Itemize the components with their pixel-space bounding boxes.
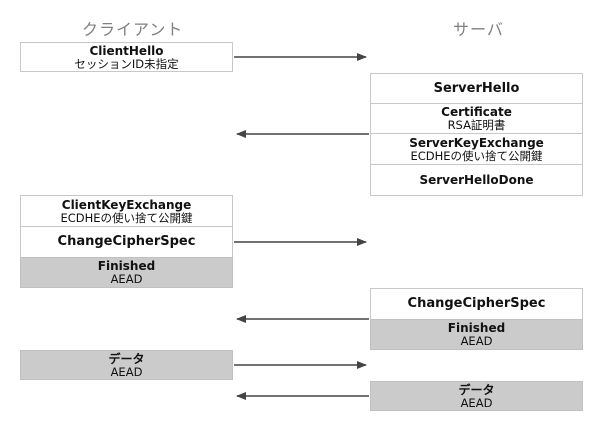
certificate-box: Certificate RSA証明書 — [370, 103, 583, 134]
client-hello-title: ClientHello — [89, 43, 164, 58]
server-key-exchange-title: ServerKeyExchange — [409, 135, 544, 150]
client-hello-box: ClientHello セッションID未指定 — [20, 42, 233, 72]
client-finished-title: Finished — [97, 259, 156, 273]
certificate-sub: RSA証明書 — [447, 118, 506, 132]
server-hello-box: ServerHello — [370, 73, 583, 104]
client-key-exchange-sub: ECDHEの使い捨て公開鍵 — [60, 210, 193, 225]
client-key-exchange-title: ClientKeyExchange — [61, 197, 192, 212]
client-column-header: クライアント — [82, 20, 184, 39]
client-change-cipher-spec-box: ChangeCipherSpec — [20, 226, 233, 258]
client-hello-sub: セッションID未指定 — [74, 56, 179, 71]
server-data-title: データ — [458, 382, 495, 397]
client-change-cipher-spec-title: ChangeCipherSpec — [57, 234, 196, 249]
server-finished-title: Finished — [447, 321, 506, 335]
client-data-title: データ — [108, 351, 145, 366]
server-hello-title: ServerHello — [433, 80, 520, 96]
client-finished-box: Finished AEAD — [20, 257, 233, 288]
server-hello-done-title: ServerHelloDone — [419, 173, 534, 187]
server-finished-sub: AEAD — [460, 334, 493, 348]
server-data-sub: AEAD — [460, 395, 493, 410]
certificate-title: Certificate — [441, 105, 512, 119]
server-column-header: サーバ — [453, 20, 504, 39]
client-finished-sub: AEAD — [110, 272, 143, 286]
client-data-sub: AEAD — [110, 364, 143, 379]
server-change-cipher-spec-title: ChangeCipherSpec — [407, 296, 546, 311]
server-finished-box: Finished AEAD — [370, 319, 583, 350]
server-data-box: データ AEAD — [370, 381, 583, 411]
client-data-box: データ AEAD — [20, 350, 233, 380]
server-key-exchange-box: ServerKeyExchange ECDHEの使い捨て公開鍵 — [370, 133, 583, 165]
server-hello-done-box: ServerHelloDone — [370, 164, 583, 196]
server-key-exchange-sub: ECDHEの使い捨て公開鍵 — [410, 148, 543, 163]
client-key-exchange-box: ClientKeyExchange ECDHEの使い捨て公開鍵 — [20, 195, 233, 227]
server-change-cipher-spec-box: ChangeCipherSpec — [370, 288, 583, 320]
